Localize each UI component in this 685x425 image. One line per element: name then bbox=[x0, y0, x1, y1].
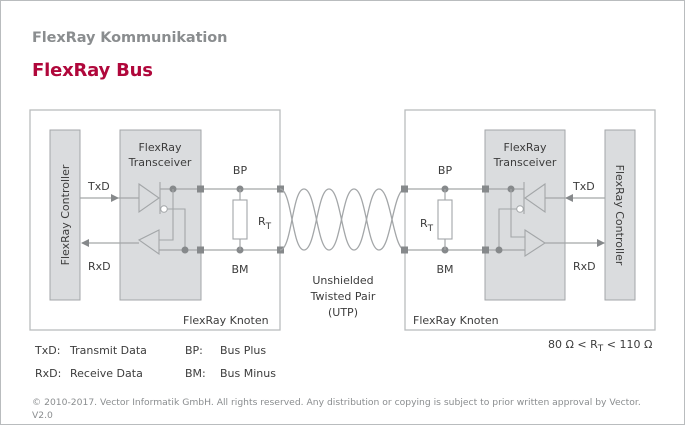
left-receiver-icon bbox=[137, 229, 160, 256]
left-bp-label: BP bbox=[233, 164, 248, 177]
resistance-range-note: 80 Ω < RT < 110 Ω bbox=[548, 338, 653, 355]
left-termination-resistor-icon bbox=[232, 199, 248, 240]
left-terminal-bp bbox=[197, 185, 204, 193]
cable-label-1: Unshielded bbox=[312, 274, 373, 287]
right-resistor-label: RT bbox=[420, 217, 434, 234]
legend-bp-abbr: BP: bbox=[185, 344, 203, 357]
cable-label-2: Twisted Pair bbox=[310, 290, 376, 303]
copyright-notice: © 2010-2017. Vector Informatik GmbH. All… bbox=[32, 397, 641, 421]
right-transceiver-label-1: FlexRay bbox=[503, 141, 547, 154]
right-node: FlexRay Knoten FlexRay Controller FlexRa… bbox=[401, 109, 656, 331]
left-bm-label: BM bbox=[231, 263, 248, 276]
left-controller-label: FlexRay Controller bbox=[59, 164, 72, 265]
legend-txd-abbr: TxD: bbox=[35, 344, 61, 357]
left-resistor-label: RT bbox=[258, 215, 272, 232]
right-controller-box bbox=[604, 129, 636, 301]
twisted-wire-2 bbox=[279, 188, 406, 251]
right-connector-bp bbox=[401, 185, 408, 193]
right-bp-label: BP bbox=[438, 164, 453, 177]
left-junction-bm bbox=[181, 246, 189, 254]
left-txd-label: TxD bbox=[87, 180, 110, 193]
left-transceiver-label-1: FlexRay bbox=[138, 141, 182, 154]
cable-label-3: (UTP) bbox=[328, 306, 358, 319]
left-rxd-label: RxD bbox=[88, 260, 111, 273]
right-termination-resistor-icon bbox=[437, 199, 453, 240]
right-controller-label: FlexRay Controller bbox=[613, 165, 626, 266]
right-enable-bubble-icon bbox=[516, 205, 524, 213]
right-receiver-icon bbox=[524, 228, 547, 258]
twisted-pair-cable bbox=[279, 188, 406, 251]
right-terminal-bp bbox=[482, 185, 489, 193]
figure-subtitle: FlexRay Kommunikation bbox=[32, 30, 228, 46]
legend-bm-text: Bus Minus bbox=[220, 367, 276, 380]
right-node-label: FlexRay Knoten bbox=[413, 314, 499, 327]
left-enable-bubble-icon bbox=[160, 205, 168, 213]
legend-rxd-text: Receive Data bbox=[70, 367, 143, 380]
left-node-frame bbox=[29, 109, 281, 331]
legend-bm-abbr: BM: bbox=[185, 367, 206, 380]
left-terminal-bm bbox=[197, 246, 204, 254]
right-node-frame bbox=[404, 109, 656, 331]
legend-bp-text: Bus Plus bbox=[220, 344, 267, 357]
figure-title: FlexRay Bus bbox=[32, 60, 153, 81]
right-connector-bm bbox=[401, 246, 408, 254]
right-terminal-bm bbox=[482, 246, 489, 254]
left-transceiver-label-2: Transceiver bbox=[128, 156, 192, 169]
left-driver-icon bbox=[138, 182, 160, 214]
left-controller-box bbox=[49, 129, 81, 301]
right-transceiver-label-2: Transceiver bbox=[493, 156, 557, 169]
right-transceiver-box bbox=[484, 129, 566, 301]
left-node-label: FlexRay Knoten bbox=[183, 314, 269, 327]
legend-txd-text: Transmit Data bbox=[70, 344, 147, 357]
left-node: FlexRay Knoten FlexRay Controller FlexRa… bbox=[29, 109, 284, 331]
left-transceiver-box bbox=[119, 129, 202, 301]
right-rxd-label: RxD bbox=[573, 260, 596, 273]
right-bm-label: BM bbox=[436, 263, 453, 276]
right-junction-bm bbox=[495, 246, 503, 254]
right-txd-label: TxD bbox=[572, 180, 595, 193]
legend-rxd-abbr: RxD: bbox=[35, 367, 62, 380]
right-driver-icon bbox=[524, 182, 546, 214]
